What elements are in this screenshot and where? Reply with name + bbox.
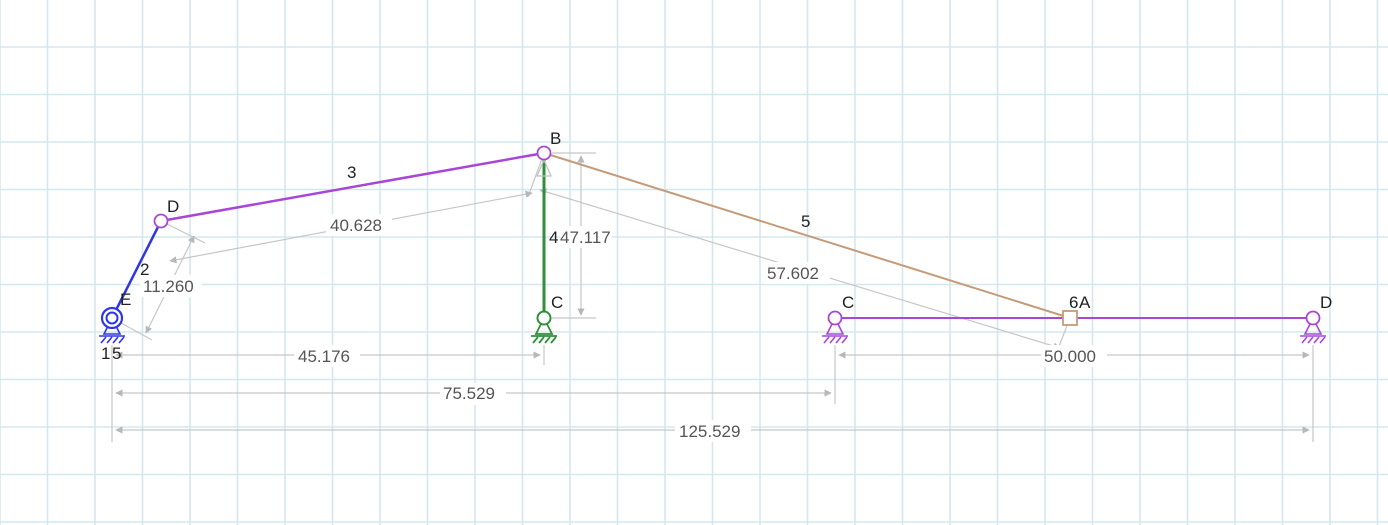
joint-label-e: E [120, 290, 131, 309]
joint-label-c-right: C [842, 293, 854, 312]
joint-label-a: A [1079, 293, 1091, 312]
dim-e-to-c: 45.176 [298, 347, 350, 366]
link-label-4: 4 [549, 228, 558, 247]
dim-link-2: 11.260 [143, 277, 194, 296]
dim-link-5: 57.602 [767, 264, 819, 283]
joint-e-outer[interactable] [100, 306, 124, 330]
dim-link-3: 40.628 [330, 216, 382, 235]
slider-a[interactable] [1062, 310, 1078, 326]
link-label-5-ground: 5 [112, 344, 121, 363]
link-3[interactable] [160, 151, 545, 223]
joint-label-d-left: D [167, 197, 179, 216]
dim-e-to-c-right: 75.529 [443, 384, 495, 403]
dim-link-4: 47.117 [560, 228, 611, 247]
joint-label-d-right: D [1320, 293, 1332, 312]
ground-support-c-right [822, 316, 848, 344]
joint-label-c-mid: C [551, 293, 563, 312]
joint-b-triangle [536, 158, 552, 177]
dim-c-to-d: 50.000 [1044, 347, 1096, 366]
joint-e-inner [105, 311, 119, 325]
joints [100, 145, 1321, 330]
joint-c-right[interactable] [827, 310, 843, 326]
link-label-6: 6 [1069, 293, 1078, 312]
joint-b[interactable] [536, 145, 552, 161]
link-label-1: 1 [101, 344, 110, 363]
link-label-3: 3 [347, 163, 356, 182]
link-label-2: 2 [140, 260, 149, 279]
joint-d-right[interactable] [1305, 310, 1321, 326]
dim-total: 125.529 [679, 422, 740, 441]
joint-d-left[interactable] [153, 213, 169, 229]
link-label-5: 5 [801, 212, 810, 231]
link-2[interactable] [110, 220, 163, 319]
ground-support-c-mid [531, 315, 557, 344]
dimension-labels: 11.260 40.628 47.117 57.602 45.176 50.00… [140, 214, 1107, 442]
ground-support-d-right [1300, 316, 1326, 344]
joint-label-b: B [550, 129, 561, 148]
labels: E D B C C A D 1 5 2 3 4 5 6 [101, 129, 1332, 363]
joint-c-mid[interactable] [536, 310, 552, 326]
link-5[interactable] [543, 152, 1071, 319]
